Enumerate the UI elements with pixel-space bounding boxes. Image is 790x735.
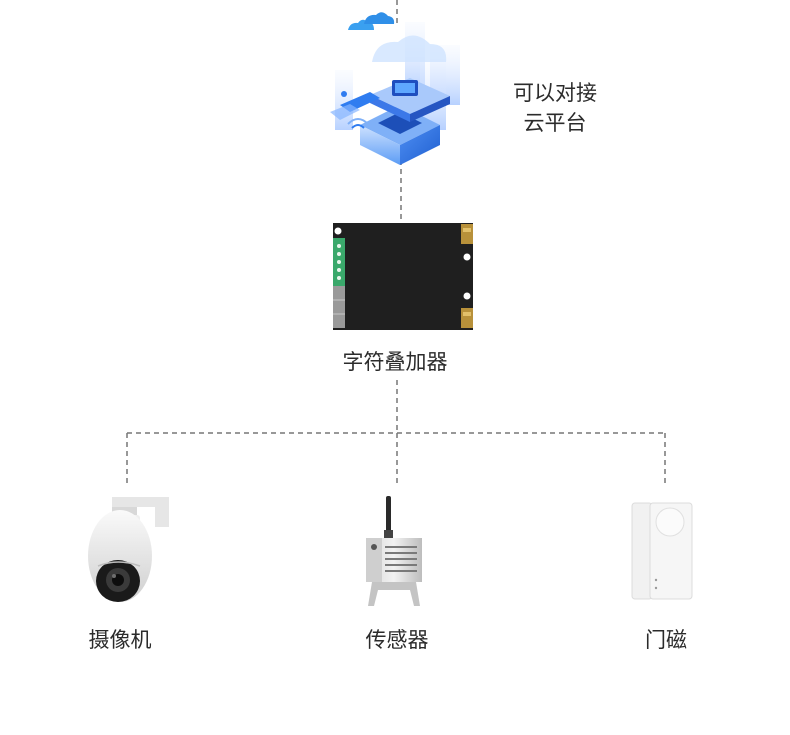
- sensor-label: 传感器: [365, 628, 429, 652]
- camera-label: 摄像机: [88, 628, 152, 652]
- cloud-platform-label: 可以对接 云平台: [490, 78, 620, 138]
- door-magnet-label: 门磁: [645, 628, 687, 652]
- character-overlay-label: 字符叠加器: [342, 350, 448, 374]
- cloud-platform-label-line1: 可以对接: [513, 81, 597, 105]
- door-magnet-icon: [631, 502, 693, 600]
- connectors: [126, 0, 666, 484]
- gateway-device-icon: [333, 223, 473, 330]
- sensor-device-icon: [366, 496, 422, 606]
- cloud-platform-label-line2: 云平台: [523, 111, 587, 135]
- ptz-camera-icon: [88, 497, 169, 602]
- cloud-platform-icon: [330, 12, 460, 165]
